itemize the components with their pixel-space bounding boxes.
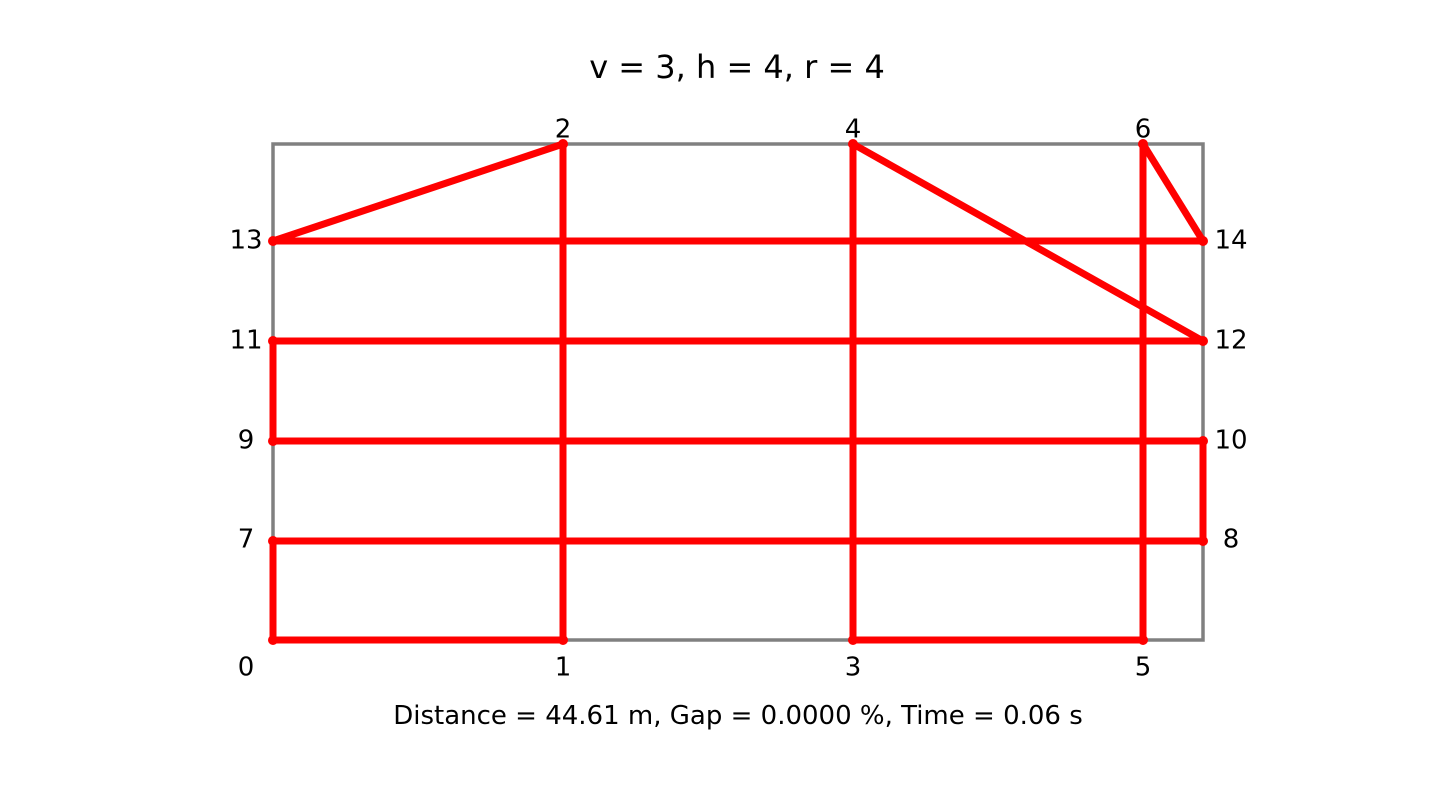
node-label-10: 10 [1214, 426, 1247, 456]
node-dot-5 [1138, 635, 1148, 645]
node-label-3: 3 [845, 653, 862, 683]
node-label-14: 14 [1214, 226, 1247, 256]
node-dot-10 [1198, 436, 1208, 446]
node-dot-0 [268, 635, 278, 645]
node-label-0: 0 [238, 653, 255, 683]
node-dot-13 [268, 236, 278, 246]
node-label-12: 12 [1214, 326, 1247, 356]
solution-summary: Distance = 44.61 m, Gap = 0.0000 %, Time… [393, 701, 1083, 731]
node-dot-11 [268, 336, 278, 346]
node-label-5: 5 [1135, 653, 1152, 683]
node-label-13: 13 [229, 226, 262, 256]
node-label-1: 1 [555, 653, 572, 683]
node-dot-14 [1198, 236, 1208, 246]
node-dot-3 [848, 635, 858, 645]
node-dot-2 [558, 139, 568, 149]
node-label-9: 9 [238, 426, 255, 456]
node-dot-6 [1138, 139, 1148, 149]
route-nodes [268, 139, 1208, 645]
node-label-8: 8 [1223, 525, 1240, 555]
node-dot-12 [1198, 336, 1208, 346]
route-path [269, 140, 1207, 644]
node-label-7: 7 [238, 525, 255, 555]
node-label-2: 2 [555, 115, 572, 145]
node-label-11: 11 [229, 326, 262, 356]
node-dot-7 [268, 536, 278, 546]
node-dot-8 [1198, 536, 1208, 546]
route-segment-2-13 [271, 140, 565, 245]
node-label-6: 6 [1135, 115, 1152, 145]
route-segment-4-12 [851, 140, 1205, 345]
node-dot-1 [558, 635, 568, 645]
node-dot-4 [848, 139, 858, 149]
node-label-4: 4 [845, 115, 862, 145]
diagram-title: v = 3, h = 4, r = 4 [589, 48, 885, 86]
area-boundary [271, 142, 1205, 642]
node-dot-9 [268, 436, 278, 446]
route-segment-14-6 [1140, 142, 1206, 243]
